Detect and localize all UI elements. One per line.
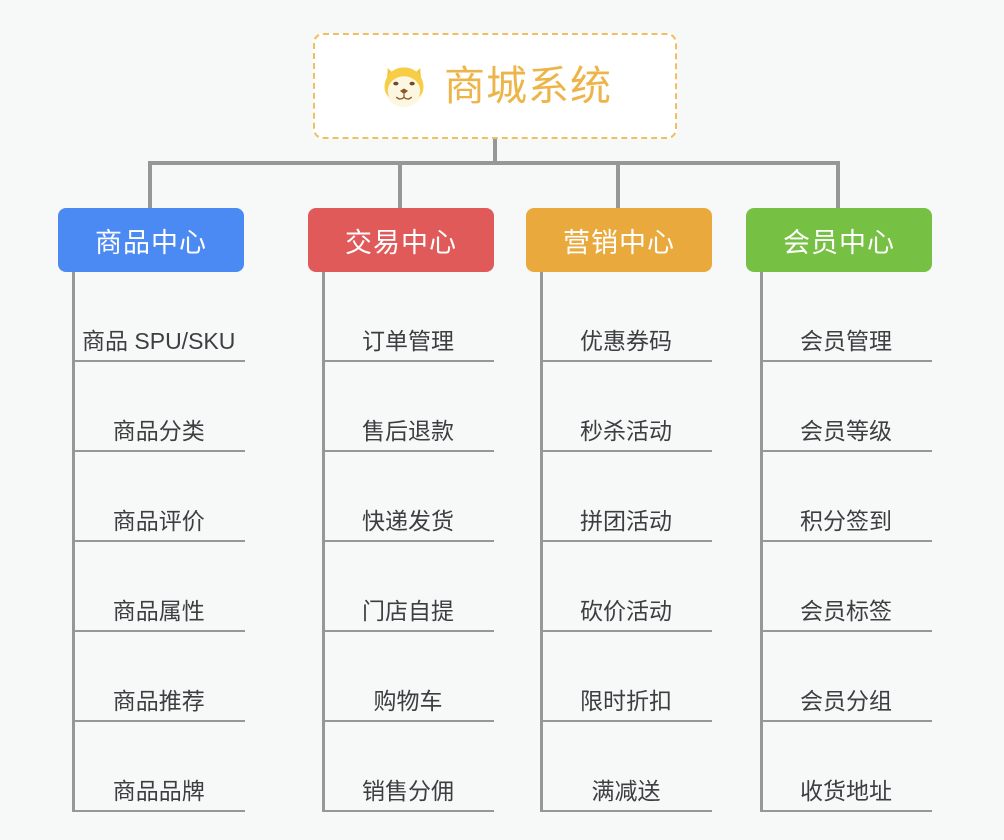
root-title: 商城系统 [444,62,612,109]
branch-column-marketing: 营销中心 优惠券码 秒杀活动 拼团活动 砍价活动 限时折扣 满减送 [526,208,712,812]
connector-drop-branch-1 [148,161,152,208]
leaf-label: 会员标签 [800,597,892,624]
leaf-item[interactable]: 会员管理 [760,272,932,362]
connector-root-stem [493,139,497,164]
leaf-label: 购物车 [373,687,443,714]
leaf-item[interactable]: 订单管理 [322,272,494,362]
branch-header-member[interactable]: 会员中心 [746,208,932,272]
connector-drop-branch-3 [616,161,620,208]
leaf-label: 商品属性 [112,597,205,624]
leaf-label: 限时折扣 [580,687,672,714]
leaf-label: 积分签到 [800,507,892,534]
leaf-label: 售后退款 [362,417,454,444]
leaf-item[interactable]: 会员标签 [760,542,932,632]
leaf-label: 销售分佣 [362,777,454,804]
branch-column-trade: 交易中心 订单管理 售后退款 快递发货 门店自提 购物车 销售分佣 [308,208,494,812]
leaf-item[interactable]: 商品属性 [72,542,246,632]
connector-drop-branch-2 [398,161,402,208]
leaf-item[interactable]: 秒杀活动 [540,362,712,452]
leaf-item[interactable]: 优惠券码 [540,272,712,362]
branch-trunk [540,272,543,812]
branch-trunk [760,272,763,812]
leaf-item[interactable]: 购物车 [322,632,494,722]
leaf-label: 门店自提 [362,597,454,624]
leaf-label: 会员等级 [800,417,892,444]
leaf-label: 商品分类 [112,417,205,444]
leaf-label: 满减送 [591,777,661,804]
leaf-item[interactable]: 售后退款 [322,362,494,452]
branch-trunk [322,272,325,812]
branch-header-label: 交易中心 [345,227,457,258]
leaf-label: 商品推荐 [112,687,205,714]
leaf-item[interactable]: 满减送 [540,722,712,812]
branch-column-member: 会员中心 会员管理 会员等级 积分签到 会员标签 会员分组 收货地址 [746,208,932,812]
leaf-item[interactable]: 会员等级 [760,362,932,452]
dog-face-icon [384,67,424,108]
leaf-item[interactable]: 销售分佣 [322,722,494,812]
leaf-item[interactable]: 商品分类 [72,362,246,452]
leaf-label: 商品评价 [112,507,205,534]
connector-drop-branch-4 [836,161,840,208]
leaf-list-marketing: 优惠券码 秒杀活动 拼团活动 砍价活动 限时折扣 满减送 [526,272,712,812]
leaf-item[interactable]: 砍价活动 [540,542,712,632]
leaf-list-member: 会员管理 会员等级 积分签到 会员标签 会员分组 收货地址 [746,272,932,812]
branch-header-marketing[interactable]: 营销中心 [526,208,712,272]
leaf-label: 商品品牌 [112,777,205,804]
leaf-item[interactable]: 商品评价 [72,452,246,542]
leaf-label: 优惠券码 [580,327,672,354]
leaf-item[interactable]: 收货地址 [760,722,932,812]
leaf-item[interactable]: 商品 SPU/SKU [72,272,246,362]
leaf-label: 商品 SPU/SKU [82,327,236,354]
leaf-label: 拼团活动 [580,507,672,534]
leaf-item[interactable]: 快递发货 [322,452,494,542]
leaf-item[interactable]: 门店自提 [322,542,494,632]
leaf-label: 砍价活动 [580,597,672,624]
leaf-list-trade: 订单管理 售后退款 快递发货 门店自提 购物车 销售分佣 [308,272,494,812]
branch-header-trade[interactable]: 交易中心 [308,208,494,272]
leaf-label: 会员管理 [800,327,892,354]
branch-trunk [72,272,75,812]
branch-header-product[interactable]: 商品中心 [58,208,244,272]
leaf-label: 收货地址 [800,777,892,804]
leaf-item[interactable]: 积分签到 [760,452,932,542]
connector-horizontal-bar [148,161,840,165]
branch-header-label: 商品中心 [95,227,207,258]
leaf-label: 订单管理 [362,327,454,354]
leaf-item[interactable]: 商品推荐 [72,632,246,722]
branch-column-product: 商品中心 商品 SPU/SKU 商品分类 商品评价 商品属性 商品推荐 商品品牌 [58,208,246,812]
branch-header-label: 营销中心 [563,227,675,258]
leaf-item[interactable]: 拼团活动 [540,452,712,542]
leaf-label: 会员分组 [800,687,892,714]
leaf-item[interactable]: 会员分组 [760,632,932,722]
root-node[interactable]: 商城系统 [313,33,677,139]
leaf-list-product: 商品 SPU/SKU 商品分类 商品评价 商品属性 商品推荐 商品品牌 [58,272,246,812]
leaf-label: 快递发货 [362,507,454,534]
leaf-item[interactable]: 限时折扣 [540,632,712,722]
branch-header-label: 会员中心 [783,227,895,258]
leaf-label: 秒杀活动 [580,417,672,444]
leaf-item[interactable]: 商品品牌 [72,722,246,812]
